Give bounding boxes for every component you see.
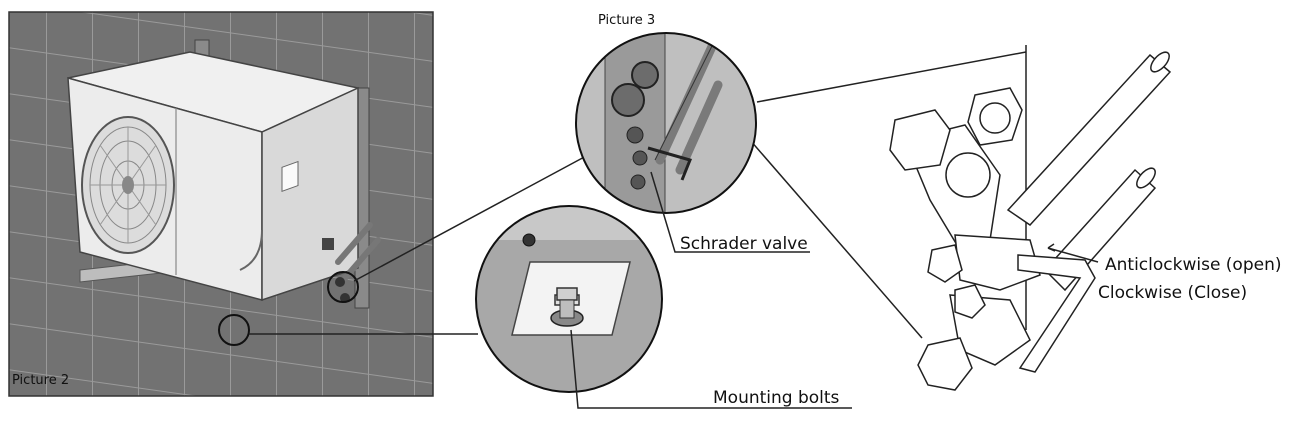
clockwise-label: Clockwise (Close) <box>1098 283 1247 303</box>
callout-leaders <box>570 171 852 409</box>
connector-lines <box>249 51 1027 339</box>
picture-2-panel: Picture 2 <box>8 11 434 397</box>
mounting-bolt-detail <box>475 205 663 393</box>
picture-3-label: Picture 3 <box>598 13 655 28</box>
picture-2-label: Picture 2 <box>12 373 69 388</box>
schrader-valve-label: Schrader valve <box>680 234 808 254</box>
picture-3-detail: Picture 3 <box>575 13 757 214</box>
valve-line-drawing <box>889 45 1172 391</box>
anticlockwise-label: Anticlockwise (open) <box>1105 255 1282 275</box>
mounting-bolts-label: Mounting bolts <box>713 388 840 408</box>
